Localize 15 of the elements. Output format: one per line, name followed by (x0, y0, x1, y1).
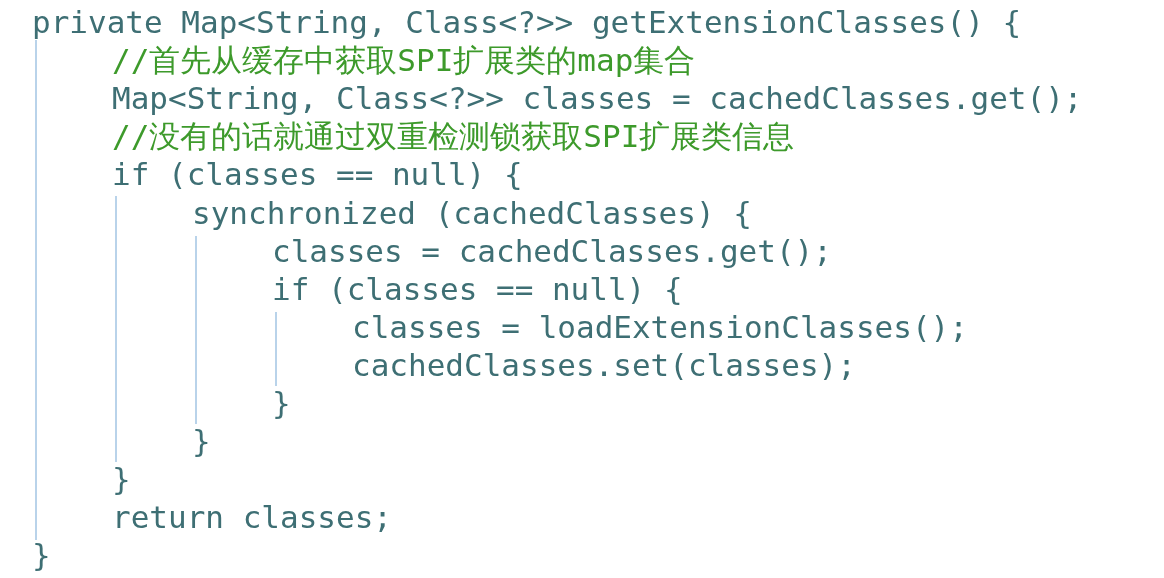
code-line: Map<String, Class<?>> classes = cachedClasses.get(); (112, 80, 1083, 117)
code-line: if (classes == null) { (112, 156, 523, 193)
code-line: } (272, 385, 291, 421)
code-line: } (112, 461, 131, 498)
code-line: return classes; (112, 499, 392, 536)
code-comment: //没有的话就通过双重检测锁获取SPI扩展类信息 (112, 118, 795, 155)
code-line: private Map<String, Class<?>> getExtensionClasses() { (32, 4, 1022, 40)
code-line: if (classes == null) { (272, 270, 683, 307)
code-line: } (32, 537, 51, 574)
code-line: classes = loadExtensionClasses(); (352, 308, 968, 345)
code-line: } (192, 423, 211, 460)
code-line: classes = cachedClasses.get(); (272, 232, 832, 269)
code-comment: //首先从缓存中获取SPI扩展类的map集合 (112, 42, 696, 79)
code-line: cachedClasses.set(classes); (352, 346, 856, 383)
code-line: synchronized (cachedClasses) { (192, 194, 752, 231)
